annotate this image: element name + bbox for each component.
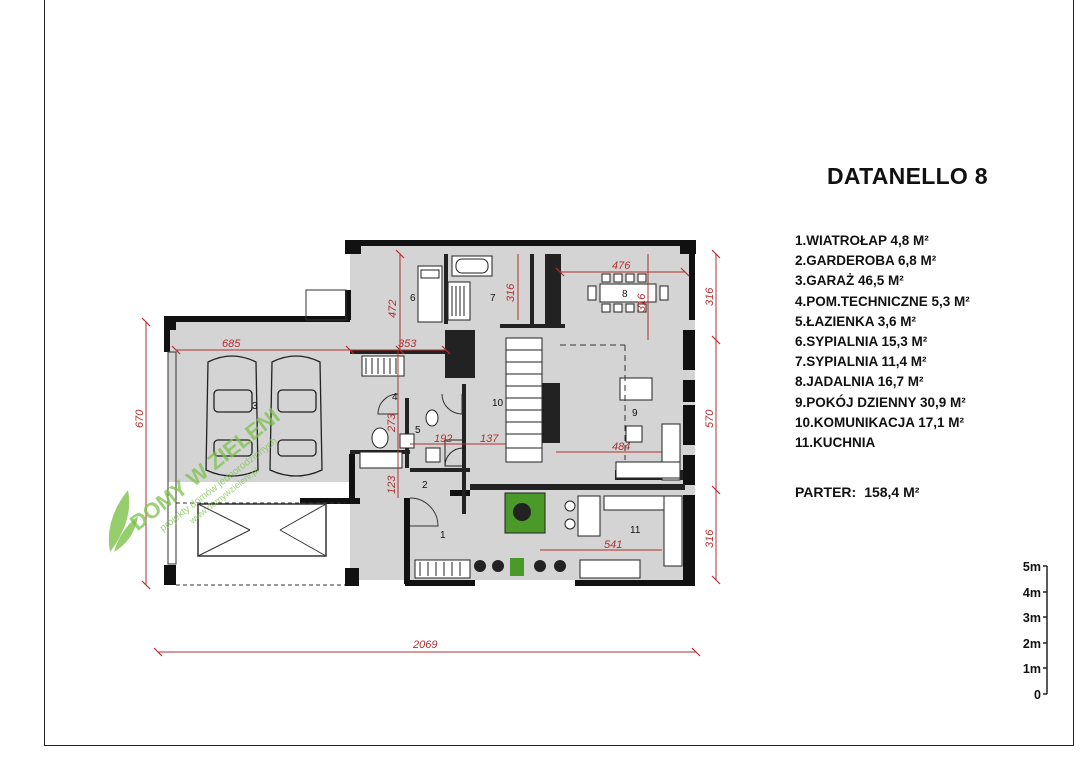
- kitchen-island-icon: [564, 495, 683, 579]
- scale-label: 1m: [1023, 662, 1041, 676]
- dimension-label: 570: [704, 409, 716, 428]
- dimension-label: 484: [612, 441, 630, 453]
- room-number: 4: [392, 392, 398, 403]
- car-icon: [269, 355, 323, 477]
- room-number: 8: [622, 289, 628, 300]
- total-area-label: PARTER:: [795, 484, 857, 500]
- dining-table-icon: [587, 273, 669, 313]
- room-list-item: 11.KUCHNIA: [795, 435, 876, 451]
- leaf-logo-icon: [108, 490, 138, 552]
- drawing-frame: [44, 0, 1074, 746]
- room-list: 1.WIATROŁAP 4,8 M² 2.GARDEROBA 6,8 M² 3.…: [795, 231, 970, 453]
- dimension-label: 123: [386, 475, 398, 494]
- dimension-label: 541: [604, 539, 622, 551]
- scale-label: 5m: [1023, 560, 1041, 574]
- scale-label: 2m: [1023, 637, 1041, 651]
- dimension-label: 685: [222, 338, 241, 350]
- plan-title: DATANELLO 8: [827, 163, 988, 189]
- room-number: 7: [490, 293, 496, 304]
- car-icon: [205, 355, 259, 477]
- plant-icon: [474, 492, 566, 576]
- room-number: 1: [440, 530, 446, 541]
- dimension-label: 316: [505, 283, 517, 302]
- scale-bar: [1043, 565, 1048, 695]
- room-list-item: 10.KOMUNIKACJA 17,1 M²: [795, 414, 965, 430]
- room-number: 2: [422, 480, 428, 491]
- room-number: 6: [410, 293, 416, 304]
- total-area-value: 158,4 M²: [864, 484, 920, 500]
- staircase: [505, 337, 543, 463]
- dimension-label: 670: [134, 409, 146, 428]
- bed-icon: [417, 265, 443, 323]
- dimension-label: 316: [704, 529, 716, 548]
- bathtub-icon: [451, 255, 493, 277]
- room-list-item: 3.GARAŻ 46,5 M²: [795, 273, 904, 289]
- room-number: 10: [492, 398, 504, 409]
- room-number: 9: [632, 408, 638, 419]
- dimension-label: 316: [704, 287, 716, 306]
- room-number-labels: 1 2 3 4 5 6 7 8 9 10 11: [252, 289, 641, 541]
- room-list-item: 1.WIATROŁAP 4,8 M²: [795, 233, 929, 248]
- scale-bar-labels: 5m 4m 3m 2m 1m 0: [1023, 560, 1041, 702]
- shower-icon: [444, 439, 464, 467]
- scale-label: 0: [1034, 688, 1041, 702]
- dimension-label: 137: [480, 433, 499, 445]
- dimension-label: 353: [398, 338, 417, 350]
- room-list-item: 6.SYPIALNIA 15,3 M²: [795, 334, 928, 350]
- dimension-label: 476: [612, 260, 631, 272]
- sofa-icon: [615, 377, 681, 481]
- dimension-label: 316: [636, 293, 648, 312]
- dimension-labels: 685 353 472 316 476 316 316 570 316 670 …: [134, 260, 716, 651]
- door-swings: [377, 344, 626, 527]
- wardrobe-hatch: [365, 286, 465, 576]
- total-area: PARTER: 158,4 M²: [795, 484, 927, 500]
- room-number: 5: [415, 425, 421, 436]
- exterior-walls: [164, 240, 696, 586]
- room-list-item: 7.SYPIALNIA 11,4 M²: [795, 354, 927, 370]
- room-list-item: 2.GARDEROBA 6,8 M²: [795, 253, 937, 269]
- carport: [167, 289, 347, 586]
- room-number: 3: [252, 401, 258, 412]
- room-number: 11: [630, 525, 641, 536]
- room-list-item: 8.JADALNIA 16,7 M²: [795, 374, 924, 390]
- dimension-lines: [145, 254, 717, 653]
- dimension-ticks: [141, 249, 721, 657]
- dimension-label: 192: [434, 433, 452, 445]
- toilet-icon: [371, 409, 441, 463]
- scale-label: 4m: [1023, 586, 1041, 600]
- dimension-label: 472: [387, 300, 399, 318]
- scale-label: 3m: [1023, 611, 1041, 625]
- room-list-item: 9.POKÓJ DZIENNY 30,9 M²: [795, 394, 966, 410]
- room-list-item: 5.ŁAZIENKA 3,6 M²: [795, 313, 917, 329]
- dimension-label: 273: [386, 413, 398, 433]
- room-list-item: 4.POM.TECHNICZNE 5,3 M²: [795, 293, 970, 309]
- dimension-label: 2069: [412, 639, 437, 651]
